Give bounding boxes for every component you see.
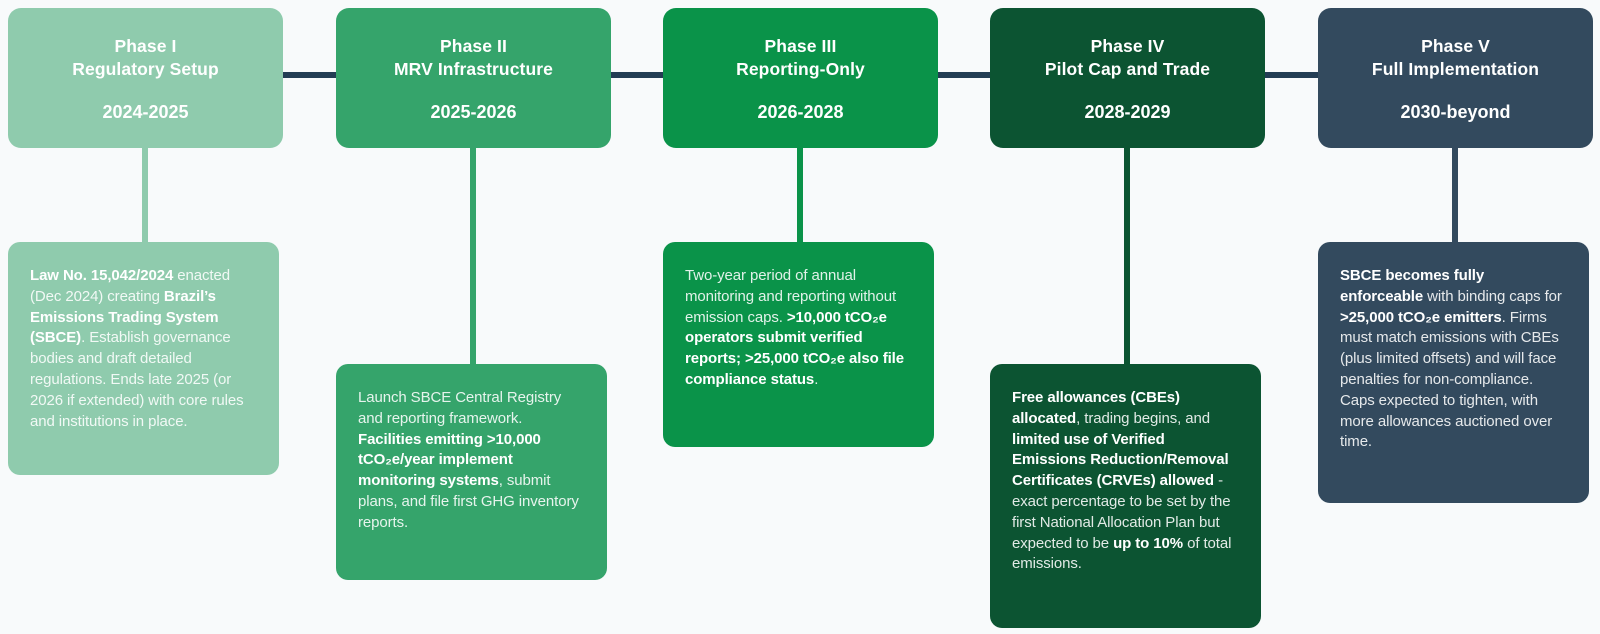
detail-text-segment: >10,000 tCO₂e operators submit verified …	[685, 308, 904, 388]
phase-title: Phase I	[114, 36, 177, 56]
phase-subtitle: Pilot Cap and Trade	[1044, 59, 1211, 79]
detail-text-segment: . Establish governance bodies and draft …	[30, 329, 244, 430]
phase-dates: 2028-2029	[1084, 102, 1171, 122]
detail-text-segment: .	[814, 370, 819, 388]
detail-text-segment: of total emissions.	[1012, 534, 1232, 573]
phase-5-vertical-connector	[1452, 148, 1458, 244]
phase-subtitle: Regulatory Setup	[72, 59, 219, 79]
phase-dates: 2026-2028	[757, 102, 844, 122]
phase-3-detail-card: Two-year period of annual monitoring and…	[663, 242, 934, 447]
phase-subtitle: MRV Infrastructure	[393, 59, 553, 79]
phase-2-detail-card: Launch SBCE Central Registry and reporti…	[336, 364, 607, 580]
detail-text-segment: Facilities emitting >10,000 tCO₂e/year i…	[358, 430, 541, 490]
phase-title: Phase II	[440, 36, 507, 56]
detail-text-segment: , submit plans, and file first GHG inven…	[358, 472, 579, 531]
phase-subtitle: Full Implementation	[1371, 59, 1540, 79]
detail-text-segment: Launch SBCE Central Registry and reporti…	[358, 389, 562, 427]
phase-2-header-card: Phase II MRV Infrastructure 2025-2026	[336, 8, 611, 148]
detail-text-segment: limited use of Verified Emissions Reduct…	[1012, 430, 1229, 490]
phase-title: Phase V	[1421, 36, 1490, 56]
detail-text-segment: >25,000 tCO₂e emitters	[1340, 308, 1502, 326]
phase-3-column: Phase III Reporting-Only 2026-2028 Two-y…	[663, 8, 938, 634]
phase-5-detail-card: SBCE becomes fully enforceable with bind…	[1318, 242, 1589, 503]
phase-title: Phase III	[764, 36, 837, 56]
phase-4-vertical-connector	[1124, 148, 1130, 366]
phase-1-column: Phase I Regulatory Setup 2024-2025 Law N…	[8, 8, 283, 634]
phase-2-column: Phase II MRV Infrastructure 2025-2026 La…	[336, 8, 611, 634]
phase-title: Phase IV	[1090, 36, 1165, 56]
phase-5-header-card: Phase V Full Implementation 2030-beyond	[1318, 8, 1593, 148]
phase-5-column: Phase V Full Implementation 2030-beyond …	[1318, 8, 1593, 634]
phase-4-header-card: Phase IV Pilot Cap and Trade 2028-2029	[990, 8, 1265, 148]
detail-text-segment: up to 10%	[1113, 534, 1184, 552]
phase-4-detail-card: Free allowances (CBEs) allocated, tradin…	[990, 364, 1261, 628]
phase-1-header-card: Phase I Regulatory Setup 2024-2025	[8, 8, 283, 148]
detail-text-segment: Law No. 15,042/2024	[30, 267, 174, 284]
detail-text-segment: - exact percentage to be set by the firs…	[1012, 472, 1231, 552]
phase-3-header-card: Phase III Reporting-Only 2026-2028	[663, 8, 938, 148]
phase-dates: 2030-beyond	[1400, 102, 1511, 122]
detail-text-segment: SBCE becomes fully enforceable	[1340, 267, 1485, 305]
detail-text-segment: enacted (Dec 2024) creating	[30, 267, 230, 305]
detail-text-segment: . Firms must match emissions with CBEs (…	[1340, 308, 1559, 451]
phase-dates: 2025-2026	[430, 102, 517, 122]
phase-subtitle: Reporting-Only	[736, 59, 865, 79]
phase-3-vertical-connector	[797, 148, 803, 244]
detail-text-segment: , trading begins, and	[1076, 409, 1210, 427]
detail-text-segment: Free allowances (CBEs) allocated	[1012, 389, 1180, 427]
phase-4-column: Phase IV Pilot Cap and Trade 2028-2029 F…	[990, 8, 1265, 634]
detail-text-segment: with binding caps for	[1423, 287, 1562, 305]
detail-text-segment: Brazil’s Emissions Trading System (SBCE)	[30, 287, 219, 347]
phase-1-vertical-connector	[142, 148, 148, 244]
phase-2-vertical-connector	[470, 148, 476, 366]
phase-1-detail-card: Law No. 15,042/2024 enacted (Dec 2024) c…	[8, 242, 279, 475]
detail-text-segment: Two-year period of annual monitoring and…	[685, 267, 897, 326]
phase-dates: 2024-2025	[102, 102, 189, 122]
